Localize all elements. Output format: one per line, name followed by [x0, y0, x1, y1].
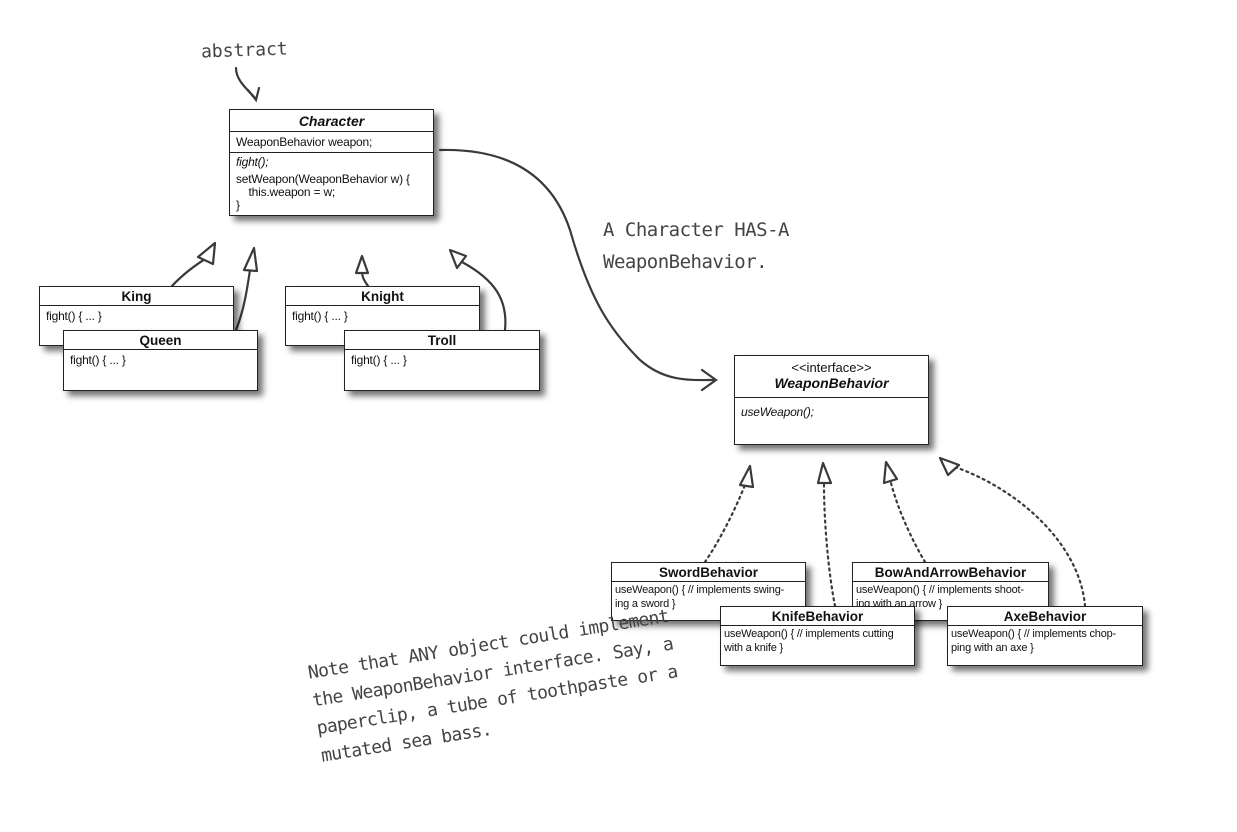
king-methods: fight() { ... } [40, 306, 233, 326]
queen-class-box: Queen fight() { ... } [63, 330, 258, 391]
knight-methods: fight() { ... } [286, 306, 479, 326]
axe-method-line-1: useWeapon() { // implements chop- [951, 628, 1117, 640]
has-a-association-arrowhead [700, 368, 718, 392]
troll-generalization-arrowhead [448, 248, 468, 270]
axe-method-line-2: ping with an axe } [951, 642, 1034, 654]
abstract-annotation: abstract [200, 38, 289, 63]
sword-realization-arrowhead [738, 464, 755, 489]
knife-method-line-1: useWeapon() { // implements cutting [724, 628, 894, 640]
axe-realization-line [953, 465, 1087, 608]
weapon-behavior-interface-box: <<interface>> WeaponBehavior useWeapon()… [734, 355, 929, 445]
knife-realization-line [822, 483, 837, 608]
knight-class-name: Knight [286, 287, 479, 306]
sword-method-line-1: useWeapon() { // implements swing- [615, 584, 785, 596]
character-setweapon-line-3: } [236, 198, 240, 212]
troll-inheritance-line [460, 260, 507, 332]
troll-class-name: Troll [345, 331, 539, 350]
queen-methods: fight() { ... } [64, 350, 257, 370]
bow-realization-arrowhead [882, 460, 899, 485]
bow-and-arrow-behavior-name: BowAndArrowBehavior [853, 563, 1048, 582]
weapon-behavior-name: WeaponBehavior [774, 375, 889, 391]
has-a-association-line [438, 148, 715, 382]
knife-realization-arrowhead [816, 461, 833, 485]
knife-behavior-name: KnifeBehavior [721, 607, 914, 626]
character-fields: WeaponBehavior weapon; [230, 132, 433, 152]
bow-and-arrow-behavior-methods: useWeapon() { // implements shoot- ing w… [853, 582, 1048, 614]
king-generalization-arrowhead [196, 241, 217, 266]
character-setweapon-line-1: setWeapon(WeaponBehavior w) { [236, 172, 410, 186]
sword-behavior-class-box: SwordBehavior useWeapon() { // implement… [611, 562, 806, 621]
bow-method-line-1: useWeapon() { // implements shoot- [856, 584, 1024, 596]
bow-realization-line [889, 481, 927, 564]
has-a-annotation-line-1: A Character HAS-A [603, 219, 789, 241]
queen-generalization-arrowhead [242, 246, 259, 273]
queen-inheritance-line [234, 268, 252, 332]
character-methods: fight(); setWeapon(WeaponBehavior w) { t… [230, 152, 433, 215]
use-weapon-method: useWeapon(); [741, 405, 814, 419]
axe-behavior-class-box: AxeBehavior useWeapon() { // implements … [947, 606, 1143, 666]
sword-behavior-methods: useWeapon() { // implements swing- ing a… [612, 582, 805, 614]
abstract-pointer-arrowhead [246, 86, 261, 103]
character-class-box: Character WeaponBehavior weapon; fight()… [229, 109, 434, 216]
knife-behavior-class-box: KnifeBehavior useWeapon() { // implement… [720, 606, 915, 666]
queen-fight-method: fight() { ... } [70, 353, 126, 367]
queen-class-name: Queen [64, 331, 257, 350]
knight-fight-method: fight() { ... } [292, 309, 348, 323]
weapon-behavior-header: <<interface>> WeaponBehavior [735, 356, 928, 398]
axe-behavior-methods: useWeapon() { // implements chop- ping w… [948, 626, 1142, 658]
has-a-annotation-line-2: WeaponBehavior. [603, 251, 768, 273]
sword-behavior-name: SwordBehavior [612, 563, 805, 582]
axe-realization-arrowhead [938, 456, 961, 477]
character-fight-method: fight(); [236, 155, 269, 169]
abstract-pointer-arrow [234, 66, 258, 101]
weapon-behavior-methods: useWeapon(); [735, 398, 928, 422]
character-weapon-field: WeaponBehavior weapon; [236, 135, 373, 149]
king-fight-method: fight() { ... } [46, 309, 102, 323]
has-a-annotation: A Character HAS-A WeaponBehavior. [603, 214, 789, 278]
troll-fight-method: fight() { ... } [351, 353, 407, 367]
knife-method-line-2: with a knife } [724, 642, 783, 654]
knife-behavior-methods: useWeapon() { // implements cutting with… [721, 626, 914, 658]
character-setweapon-line-2: this.weapon = w; [236, 185, 336, 199]
axe-behavior-name: AxeBehavior [948, 607, 1142, 626]
sword-realization-line [703, 483, 747, 564]
troll-class-box: Troll fight() { ... } [344, 330, 540, 391]
troll-methods: fight() { ... } [345, 350, 539, 370]
sword-method-line-2: ing a sword } [615, 598, 676, 610]
king-class-name: King [40, 287, 233, 306]
knight-generalization-arrowhead [354, 254, 370, 275]
character-class-name: Character [230, 110, 433, 132]
interface-stereotype: <<interface>> [791, 360, 872, 375]
